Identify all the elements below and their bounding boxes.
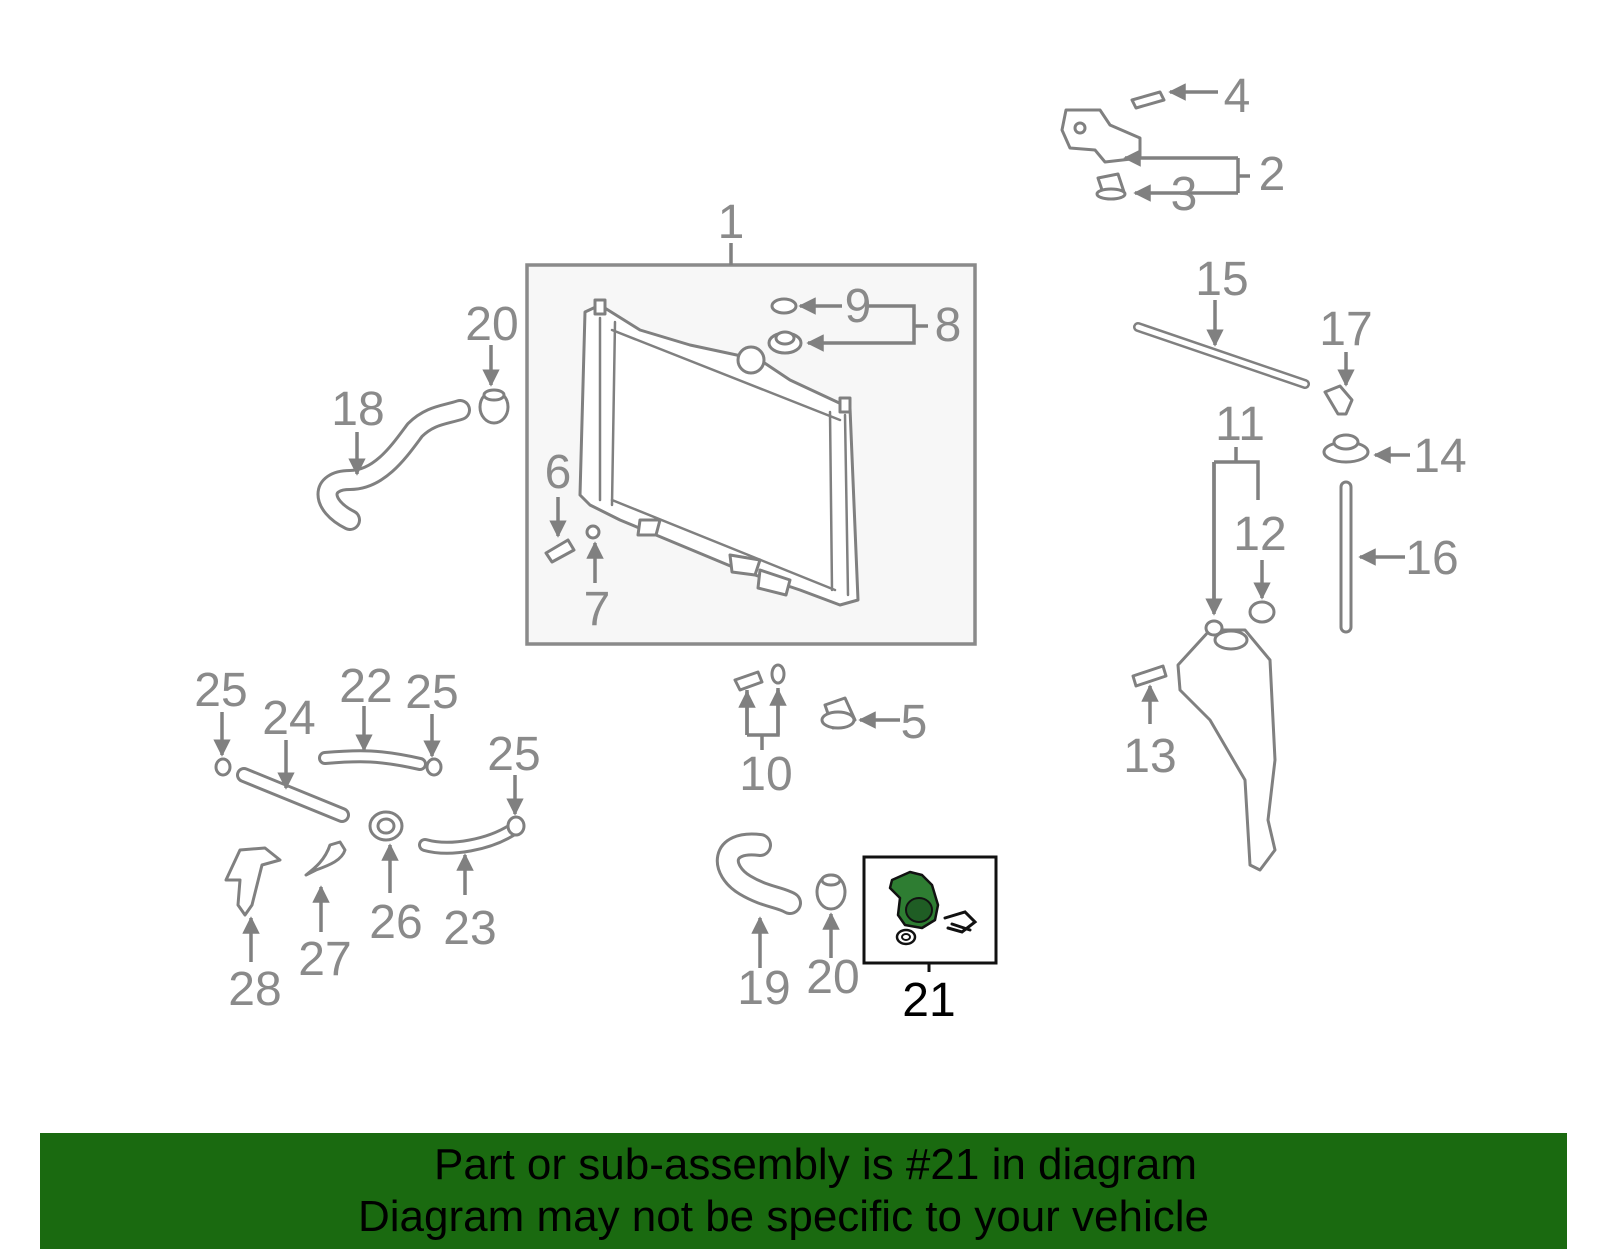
- bypass-hoses[interactable]: [214, 749, 526, 855]
- callout-11: 11: [1215, 398, 1265, 451]
- drain-plug[interactable]: [544, 524, 601, 564]
- callout-5: 5: [901, 696, 928, 749]
- drain-cock[interactable]: [733, 663, 786, 692]
- callout-16: 16: [1405, 532, 1458, 585]
- upper-bracket[interactable]: [1060, 90, 1166, 201]
- callout-27: 27: [298, 933, 351, 986]
- callout-22: 22: [339, 660, 392, 713]
- banner-part-notice: Part or sub-assembly is #21 in diagram: [434, 1140, 1197, 1189]
- callout-2: 2: [1259, 148, 1286, 201]
- callout-4: 4: [1224, 70, 1251, 123]
- callout-18: 18: [331, 383, 384, 436]
- callout-7: 7: [584, 583, 611, 636]
- callout-28: 28: [228, 963, 281, 1016]
- callout-17: 17: [1319, 303, 1372, 356]
- reservoir-tank[interactable]: [1131, 600, 1277, 872]
- callout-20a: 20: [465, 298, 518, 351]
- callout-1: 1: [718, 196, 745, 249]
- callout-9: 9: [845, 280, 872, 333]
- callout-8: 8: [935, 299, 962, 352]
- hose-brackets[interactable]: [224, 840, 347, 917]
- upper-hose[interactable]: [316, 399, 471, 531]
- hose-clamp[interactable]: [478, 388, 510, 425]
- callout-24: 24: [262, 692, 315, 745]
- callout-20b: 20: [806, 951, 859, 1004]
- banner-disclaimer: Diagram may not be specific to your vehi…: [357, 1192, 1210, 1241]
- reservoir-rod[interactable]: [1133, 322, 1370, 634]
- callout-3: 3: [1171, 168, 1198, 221]
- radiator-mount[interactable]: [820, 696, 857, 730]
- radiator-assembly[interactable]: [525, 243, 977, 646]
- highlighted-part-box[interactable]: [862, 855, 998, 972]
- callout-12: 12: [1233, 508, 1286, 561]
- callout-19: 19: [737, 962, 790, 1015]
- callout-13: 13: [1123, 730, 1176, 783]
- callout-21: 21: [902, 974, 955, 1027]
- info-banner: Part or sub-assembly is #21 in diagram D…: [40, 1133, 1567, 1249]
- callout-23: 23: [443, 902, 496, 955]
- callout-6: 6: [545, 446, 572, 499]
- callout-26: 26: [369, 896, 422, 949]
- callout-10: 10: [739, 748, 792, 801]
- callout-25c: 25: [487, 728, 540, 781]
- lower-hose[interactable]: [715, 832, 847, 915]
- radiator-cap[interactable]: [767, 297, 803, 355]
- callout-25b: 25: [405, 666, 458, 719]
- callout-15: 15: [1195, 253, 1248, 306]
- callout-25a: 25: [194, 664, 247, 717]
- callout-14: 14: [1413, 430, 1466, 483]
